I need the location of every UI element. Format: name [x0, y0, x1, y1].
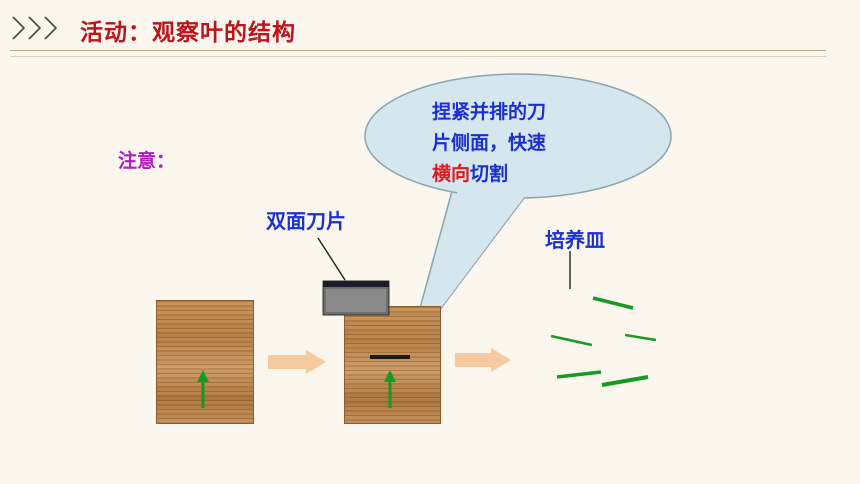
bubble-line-2: 片侧面，快速 [432, 132, 547, 154]
razor-blade-icon [322, 280, 390, 316]
leaf-block-before [156, 300, 254, 424]
cut-slit [370, 355, 410, 359]
leaf-slices [550, 296, 657, 387]
bubble-line-1: 捏紧并排的刀 [432, 101, 547, 123]
bubble-emphasis: 横向 [432, 163, 471, 185]
leaf-block-cutting [344, 306, 441, 424]
header-divider-secondary [10, 56, 826, 57]
blade-leader-line [317, 237, 346, 281]
process-arrow-icon [455, 348, 511, 372]
bubble-line-3: 横向切割 [432, 159, 602, 190]
bubble-instruction: 捏紧并排的刀 片侧面，快速 横向切割 [432, 97, 602, 190]
page-title: 活动：观察叶的结构 [80, 20, 296, 46]
process-arrow-icon [268, 350, 326, 374]
vein-arrow-icon [197, 370, 209, 408]
chevron-double-right-icon [12, 16, 58, 40]
dish-label: 培养皿 [545, 228, 605, 252]
bubble-line-3-rest: 切割 [470, 163, 509, 185]
vein-arrow-icon [384, 370, 396, 408]
note-label: 注意： [118, 150, 176, 172]
header-divider [10, 50, 826, 51]
blade-label: 双面刀片 [266, 209, 346, 233]
